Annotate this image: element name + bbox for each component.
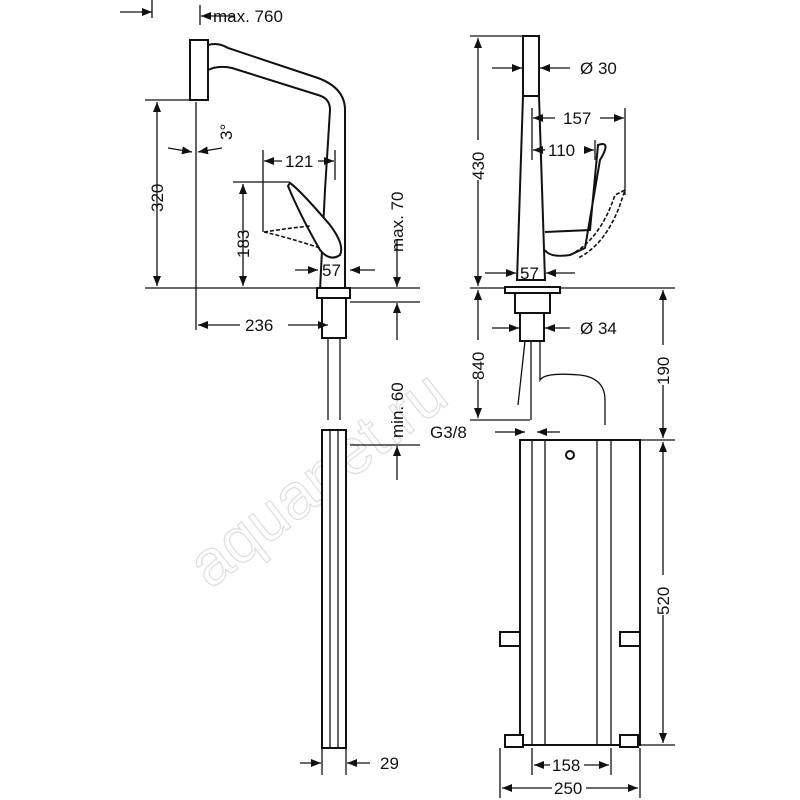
- front-view-dimensions: 430 Ø 30 157 110 57 Ø 34 840 190 G3/8: [430, 35, 675, 798]
- front-view-faucet: [499, 35, 641, 748]
- dim-body-width: 57: [322, 261, 341, 280]
- dim-connection-depth: 190: [654, 357, 673, 385]
- dim-handle-open-reach: 157: [563, 109, 591, 128]
- dim-handle-reach: 121: [285, 152, 313, 171]
- dim-handle-reach: 110: [548, 141, 575, 160]
- dim-hose-length: 840: [469, 352, 488, 380]
- side-view-faucet: [189, 39, 351, 749]
- dim-rail-width: 29: [380, 754, 399, 773]
- dim-body-width: 57: [520, 264, 539, 283]
- dim-thread: G3/8: [430, 423, 467, 442]
- dim-max-reach: max. 760: [213, 7, 283, 26]
- dim-angle: 3°: [217, 124, 236, 140]
- dim-min-clearance: min. 60: [388, 382, 407, 438]
- dim-spray-diameter: Ø 30: [580, 59, 617, 78]
- dim-max-deck-thickness: max. 70: [388, 192, 407, 252]
- dim-spout-projection: 236: [245, 316, 273, 335]
- dim-spout-height: 320: [148, 184, 167, 212]
- side-view-dimensions: max. 760 320 3° 121 183 57 max. 70 236 m…: [120, 0, 420, 775]
- dim-total-height: 430: [469, 152, 488, 180]
- dim-handle-height: 183: [234, 230, 253, 258]
- dim-shank-diameter: Ø 34: [580, 319, 617, 338]
- dim-box-inner-width: 158: [552, 756, 580, 775]
- dim-box-outer-width: 250: [554, 779, 582, 798]
- dim-box-height: 520: [654, 587, 673, 615]
- watermark: aquanet.ru: [174, 356, 459, 601]
